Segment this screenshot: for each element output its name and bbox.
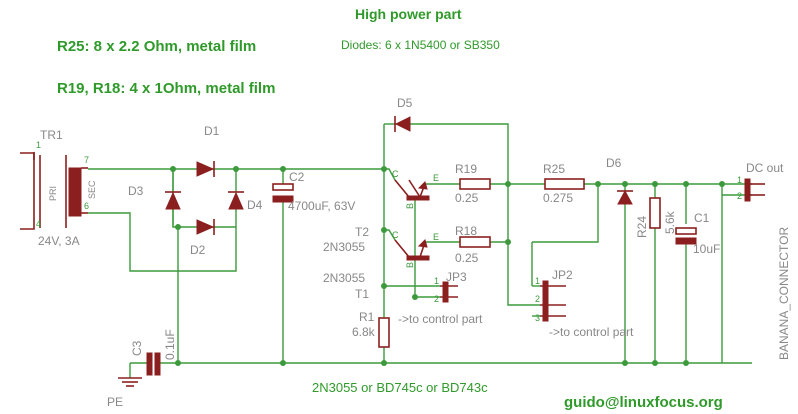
pin-6: 6 — [84, 201, 89, 211]
diode-d2 — [196, 219, 215, 235]
pin-2-jp3: 2 — [434, 294, 439, 304]
jumper-jp3 — [440, 281, 458, 303]
label-dc-out: DC out — [746, 161, 784, 175]
note-diodes: Diodes: 6 x 1N5400 or SB350 — [341, 38, 500, 52]
pin-c-t2: C — [392, 169, 399, 179]
label-t2-type: 2N3055 — [323, 240, 365, 254]
label-d3: D3 — [128, 184, 144, 198]
label-jp3: JP3 — [446, 270, 467, 284]
pin-1-jp3: 1 — [434, 276, 439, 286]
label-jp2-note: ->to control part — [549, 325, 634, 339]
note-email: guido@linuxfocus.org — [564, 394, 723, 411]
capacitor-c3 — [146, 352, 161, 376]
label-r1: R1 — [359, 310, 375, 324]
label-c2: C2 — [289, 170, 305, 184]
resistor-r24 — [649, 197, 661, 229]
transistor-t2 — [394, 179, 430, 201]
pin-2-jp2: 2 — [535, 294, 540, 304]
note-r19-r18: R19, R18: 4 x 1Ohm, metal film — [57, 80, 275, 97]
label-t1-type: 2N3055 — [323, 271, 365, 285]
label-r19: R19 — [455, 162, 477, 176]
junction-dots — [170, 166, 725, 366]
pin-3-jp2: 3 — [535, 313, 540, 323]
label-d5: D5 — [397, 96, 413, 110]
dc-out-connector — [744, 178, 765, 202]
pin-c-t1: C — [392, 230, 399, 240]
note-title: High power part — [355, 6, 462, 22]
note-r25: R25: 8 x 2.2 Ohm, metal film — [57, 38, 256, 55]
label-r19-value: 0.25 — [455, 191, 479, 205]
diode-d6 — [617, 189, 633, 205]
label-c1-value: 10uF — [693, 242, 720, 256]
pin-b-t1: B — [405, 262, 415, 268]
label-d6: D6 — [606, 156, 622, 170]
pin-b-t2: B — [405, 203, 415, 209]
pin-1-jp2: 1 — [535, 276, 540, 286]
resistor-r19 — [459, 178, 491, 190]
label-c3: C3 — [130, 340, 144, 356]
label-jp2: JP2 — [552, 268, 573, 282]
capacitor-c1 — [675, 227, 697, 245]
transistor-t1 — [394, 239, 430, 261]
label-d2: D2 — [190, 243, 206, 257]
label-r1-value: 6.8k — [352, 325, 376, 339]
resistor-r1 — [378, 317, 390, 348]
label-jp3-note: ->to control part — [398, 312, 483, 326]
label-banana-connector: BANANA_CONNECTOR — [777, 227, 791, 360]
pin-1: 1 — [36, 140, 41, 150]
label-t2: T2 — [355, 225, 369, 239]
label-c3-value: 0.1uF — [163, 329, 177, 360]
label-d1: D1 — [204, 124, 220, 138]
label-tr1-sec: SEC — [87, 180, 97, 199]
label-pe: PE — [107, 395, 123, 409]
resistor-r18 — [459, 236, 491, 248]
label-c2-value: 4700uF, 63V — [288, 199, 355, 213]
diode-d5 — [394, 116, 411, 132]
label-tr1-value: 24V, 3A — [38, 234, 80, 248]
label-r25: R25 — [543, 162, 565, 176]
label-t1: T1 — [355, 287, 369, 301]
ground-symbol — [118, 377, 142, 387]
diode-d4 — [228, 191, 244, 210]
capacitor-c2 — [272, 183, 294, 203]
transformer-tr1 — [20, 152, 88, 230]
label-d4: D4 — [247, 198, 263, 212]
label-r18-value: 0.25 — [455, 251, 479, 265]
label-tr1-pri: PRI — [48, 186, 58, 201]
label-r24-value: 5.6k — [663, 210, 677, 234]
pin-7: 7 — [84, 155, 89, 165]
pin-2-dc: 2 — [737, 191, 742, 201]
diode-d3 — [165, 191, 181, 210]
label-r24: R24 — [635, 216, 649, 238]
diode-d1 — [196, 161, 215, 177]
resistor-r25 — [544, 178, 585, 190]
pin-1-dc: 1 — [737, 175, 742, 185]
pin-e-t1: E — [433, 232, 439, 242]
label-r25-value: 0.275 — [543, 191, 573, 205]
wires — [88, 123, 752, 378]
label-tr1: TR1 — [40, 128, 63, 142]
jumper-jp2 — [540, 280, 566, 322]
label-r18: R18 — [455, 224, 477, 238]
pin-e-t2: E — [433, 173, 439, 183]
label-c1: C1 — [694, 211, 710, 225]
note-transistors: 2N3055 or BD745c or BD743c — [312, 380, 488, 395]
pin-4: 4 — [36, 219, 41, 229]
